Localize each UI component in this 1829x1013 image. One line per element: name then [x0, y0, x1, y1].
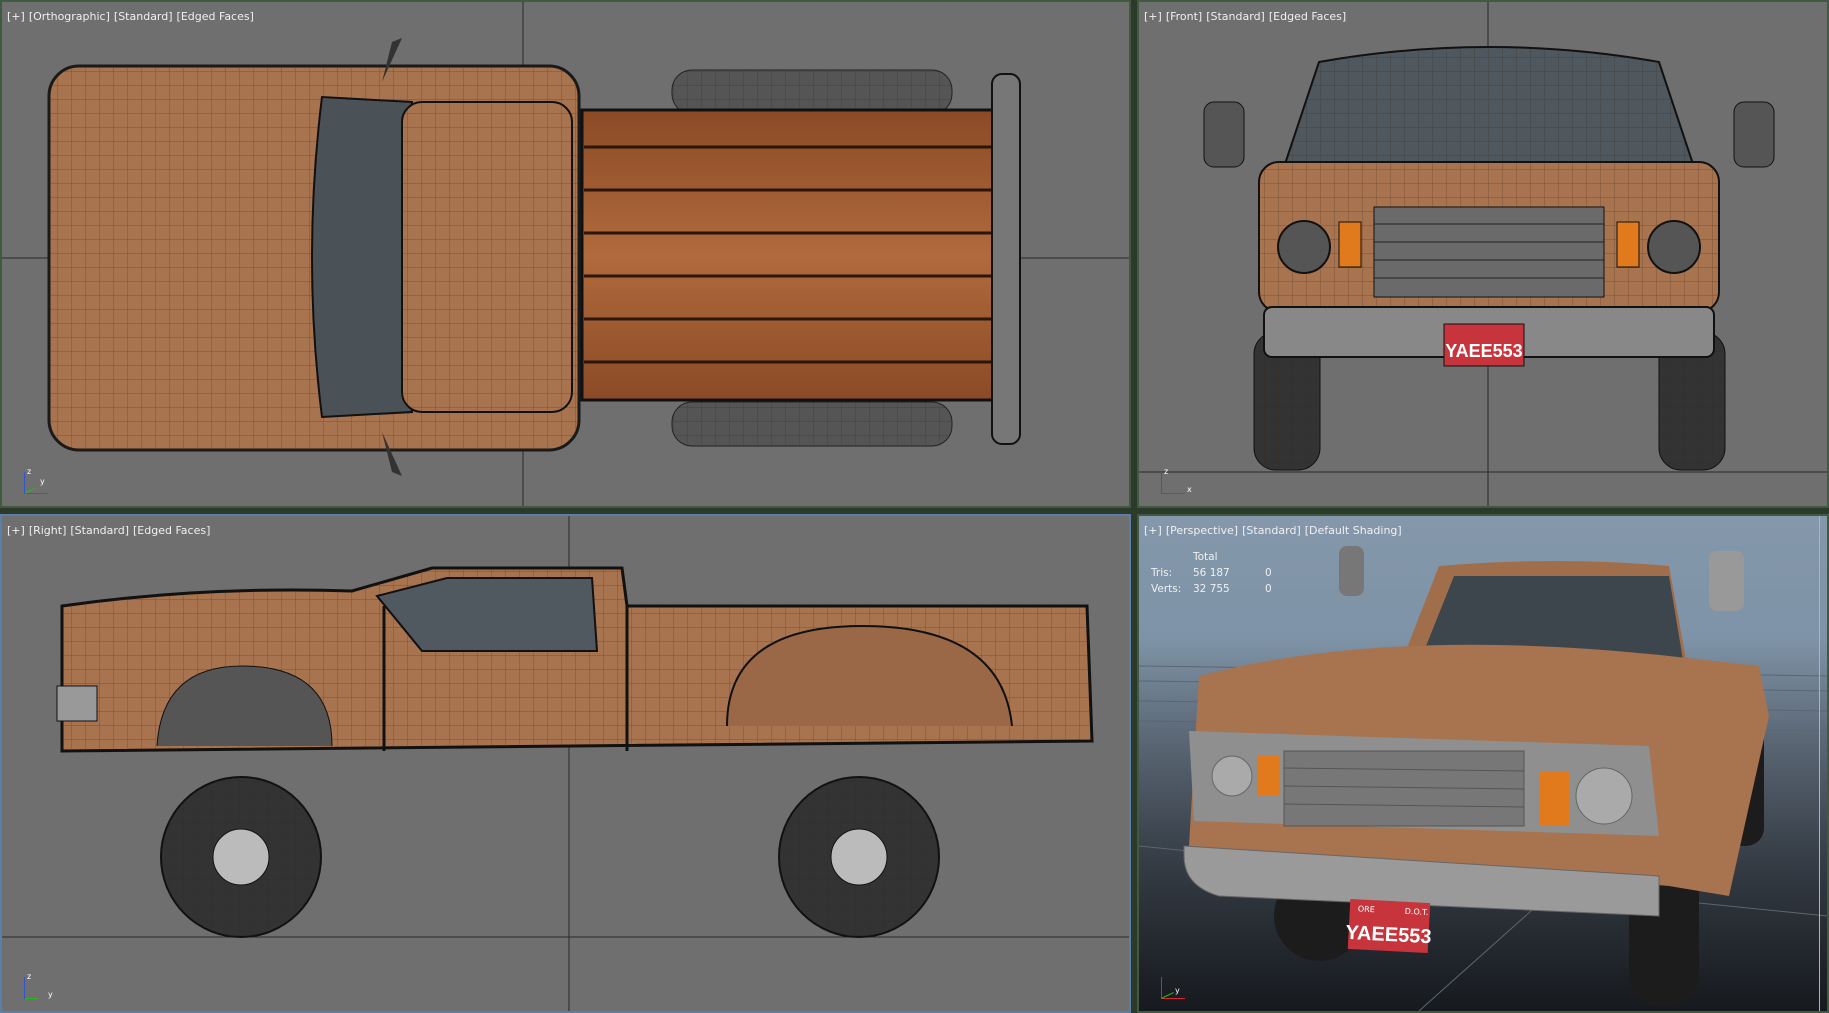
- viewport-label[interactable]: [+][Front][Standard][Edged Faces]: [1144, 10, 1350, 23]
- viewport-point-of-view[interactable]: [Right]: [28, 524, 67, 537]
- truck-top-view: [2, 2, 1129, 506]
- viewport-shading-standard[interactable]: [Standard]: [1206, 10, 1265, 23]
- truck-side-view: [2, 516, 1129, 1011]
- viewport-menu-plus[interactable]: [+]: [7, 10, 25, 23]
- svg-text:ORE: ORE: [1358, 904, 1375, 914]
- viewport-point-of-view[interactable]: [Orthographic]: [28, 10, 110, 23]
- viewport-point-of-view[interactable]: [Front]: [1165, 10, 1203, 23]
- license-plate: [1347, 898, 1431, 954]
- viewport-front[interactable]: [+][Front][Standard][Edged Faces] YAEE55…: [1137, 0, 1829, 508]
- viewport-top-orthographic[interactable]: [+][Orthographic][Standard][Edged Faces]…: [0, 0, 1131, 508]
- viewport-ruler: [1819, 516, 1827, 1011]
- viewport-shading-standard[interactable]: [Standard]: [1242, 524, 1301, 537]
- svg-text:YAEE553: YAEE553: [1445, 341, 1522, 361]
- viewport-label[interactable]: [+][Perspective][Standard][Default Shadi…: [1144, 524, 1406, 537]
- svg-text:YAEE553: YAEE553: [1345, 922, 1432, 948]
- viewport-display-mode[interactable]: [Default Shading]: [1304, 524, 1402, 537]
- viewport-menu-plus[interactable]: [+]: [1144, 524, 1162, 537]
- truck-front-view: YAEE553: [1139, 2, 1827, 506]
- viewport-label[interactable]: [+][Orthographic][Standard][Edged Faces]: [7, 10, 258, 23]
- viewport-display-mode[interactable]: [Edged Faces]: [176, 10, 254, 23]
- axis-gizmo: y: [1160, 969, 1191, 999]
- svg-text:D.O.T.: D.O.T.: [1405, 907, 1429, 917]
- viewport-point-of-view[interactable]: [Perspective]: [1165, 524, 1239, 537]
- viewport-label[interactable]: [+][Right][Standard][Edged Faces]: [7, 524, 214, 537]
- viewport-menu-plus[interactable]: [+]: [1144, 10, 1162, 23]
- truck-perspective-render: ORE D.O.T. YAEE553: [1139, 546, 1827, 1011]
- license-plate-front: [1443, 323, 1525, 367]
- viewport-shading-standard[interactable]: [Standard]: [113, 10, 173, 23]
- viewport-display-mode[interactable]: [Edged Faces]: [1268, 10, 1347, 23]
- viewport-display-mode[interactable]: [Edged Faces]: [133, 524, 211, 537]
- viewport-menu-plus[interactable]: [+]: [7, 524, 25, 537]
- stats-header: Total: [1193, 551, 1218, 563]
- viewport-shading-standard[interactable]: [Standard]: [70, 524, 130, 537]
- viewport-perspective[interactable]: [+][Perspective][Standard][Default Shadi…: [1137, 514, 1829, 1013]
